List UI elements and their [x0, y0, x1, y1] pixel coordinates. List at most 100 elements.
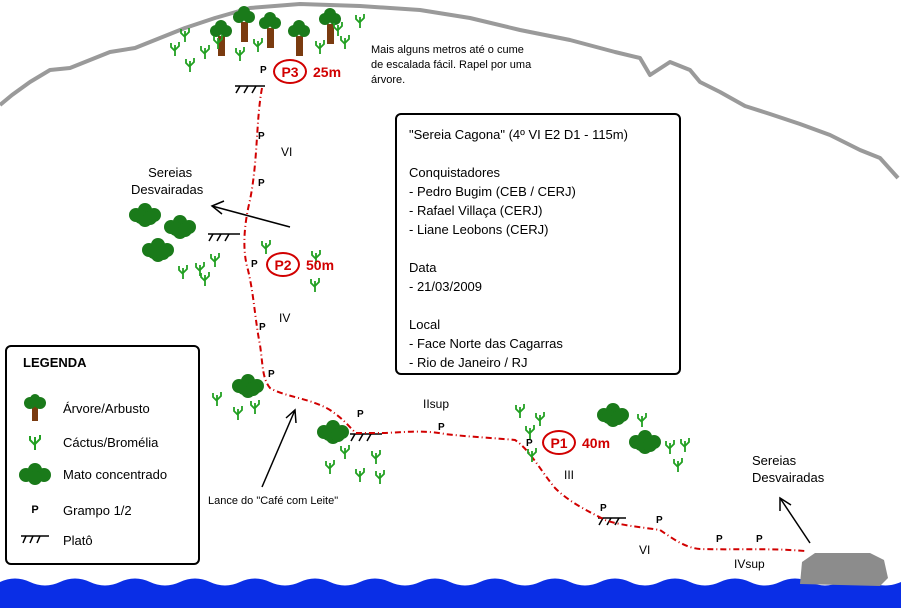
- ledge-p3: [235, 85, 265, 94]
- legend-item-label: Árvore/Arbusto: [63, 400, 150, 416]
- cactus-icon: [185, 58, 195, 72]
- tree-icon: [259, 12, 281, 48]
- bush-icon: [629, 430, 661, 454]
- arrow-lance: [261, 408, 297, 488]
- arrow-right-sereias: [779, 496, 811, 544]
- pitch-grade: IIsup: [423, 397, 450, 411]
- cactus-icon: [180, 28, 190, 42]
- tree-icon: [210, 20, 232, 56]
- cactus-icon: [170, 42, 180, 56]
- info-line: Data: [409, 260, 437, 275]
- pitch-grade: IVsup: [734, 557, 765, 571]
- info-line: - Face Norte das Cagarras: [409, 336, 563, 351]
- cactus-icon: [525, 425, 535, 439]
- info-line: Local: [409, 317, 441, 332]
- cactus-icon: [310, 278, 320, 292]
- belay-p3-label: P3: [273, 59, 307, 84]
- cactus-icon: [680, 438, 690, 452]
- bolt-marker: P: [260, 65, 267, 76]
- legend-item-label: Grampo 1/2: [63, 502, 132, 518]
- ledge-p2: [208, 233, 240, 242]
- bush-icon: [164, 215, 196, 239]
- cactus-icon: [311, 250, 321, 264]
- sereias-left-line: Sereias: [148, 165, 193, 180]
- bolt-marker: P: [251, 259, 258, 270]
- cactus-icon: [235, 47, 245, 61]
- cactus-icon: [637, 413, 647, 427]
- belay-p2-label: P2: [266, 252, 300, 277]
- cactus-icon: [375, 470, 385, 484]
- cactus-icon: [333, 22, 343, 36]
- sereias-left-line: Desvairadas: [131, 182, 204, 197]
- cactus-icon: [200, 272, 210, 286]
- route-title: "Sereia Cagona" (4º VI E2 D1 - 115m): [409, 127, 628, 142]
- bolt-marker: P: [259, 322, 266, 333]
- bolt-marker: P: [716, 534, 723, 545]
- bolt-marker: P: [526, 438, 533, 449]
- cactus-icon: [178, 265, 188, 279]
- cactus-icon: [371, 450, 381, 464]
- pitch-grade: VI: [639, 543, 651, 557]
- cactus-icon: [355, 468, 365, 482]
- info-line: - Pedro Bugim (CEB / CERJ): [409, 184, 576, 199]
- bolt-marker: P: [258, 178, 265, 189]
- info-line: Conquistadores: [409, 165, 501, 180]
- tree-icon: [233, 6, 255, 42]
- summit-note-line: árvore.: [371, 74, 406, 86]
- cactus-icon: [535, 412, 545, 426]
- legend: LEGENDA Árvore/Arbusto Cáctus/Bromélia M…: [5, 345, 200, 565]
- legend-item-label: Platô: [63, 532, 93, 548]
- bolt-marker: P: [268, 369, 275, 380]
- cactus-icon: [210, 253, 220, 267]
- cactus-icon: [200, 45, 210, 59]
- bolt-marker: P: [600, 503, 607, 514]
- cactus-icon: [340, 445, 350, 459]
- cactus-icon: [527, 448, 537, 462]
- sereias-left-label: Sereias Desvairadas: [131, 164, 203, 198]
- info-line: - Rafael Villaça (CERJ): [409, 203, 543, 218]
- belay-p1: P1 40m: [542, 430, 610, 455]
- pitch-grade: IV: [279, 311, 291, 325]
- legend-item-label: Mato concentrado: [63, 466, 168, 482]
- route-line: [243, 87, 806, 552]
- belay-p1-length: 40m: [582, 434, 611, 451]
- cactus-icon: [515, 404, 525, 418]
- bolt-icon: P: [31, 504, 39, 516]
- lance-label: Lance do "Café com Leite": [208, 495, 339, 507]
- legend-item-bush: Mato concentrado: [15, 461, 167, 487]
- cactus-icon: [15, 429, 55, 455]
- pitch-grade: III: [564, 468, 575, 482]
- belay-p3: P3 25m: [273, 59, 341, 84]
- boulder: [800, 553, 888, 586]
- info-line: [409, 296, 667, 315]
- cactus-icon: [355, 14, 365, 28]
- legend-item-ledge: Platô: [15, 527, 93, 553]
- legend-title: LEGENDA: [23, 355, 87, 370]
- cactus-icon: [673, 458, 683, 472]
- cactus-icon: [253, 38, 263, 52]
- belay-p1-label: P1: [542, 430, 576, 455]
- legend-item-bolt: P Grampo 1/2: [15, 497, 132, 523]
- bolt-marker: P: [756, 534, 763, 545]
- bush-icon: [597, 403, 629, 427]
- legend-item-label: Cáctus/Bromélia: [63, 434, 159, 450]
- legend-item-tree: Árvore/Arbusto: [15, 394, 150, 421]
- cactus-icon: [665, 440, 675, 454]
- pitch-grade: VI: [281, 145, 293, 159]
- cactus-icon: [340, 35, 350, 49]
- belay-p3-length: 25m: [313, 63, 342, 80]
- cactus-icon: [195, 262, 205, 276]
- ledge-icon: [15, 527, 55, 553]
- info-line: - 21/03/2009: [409, 279, 483, 294]
- info-line: [409, 144, 667, 163]
- bolt-marker: P: [438, 422, 445, 433]
- tree-icon: [15, 394, 55, 421]
- bush-icon: [317, 420, 349, 444]
- belay-p2: P2 50m: [266, 252, 334, 277]
- cactus-icon: [325, 460, 335, 474]
- cactus-icon: [250, 400, 260, 414]
- arrow-left-sereias: [210, 200, 291, 228]
- tree-icon: [319, 8, 341, 44]
- tree-icon: [288, 20, 310, 56]
- info-line: [409, 239, 667, 258]
